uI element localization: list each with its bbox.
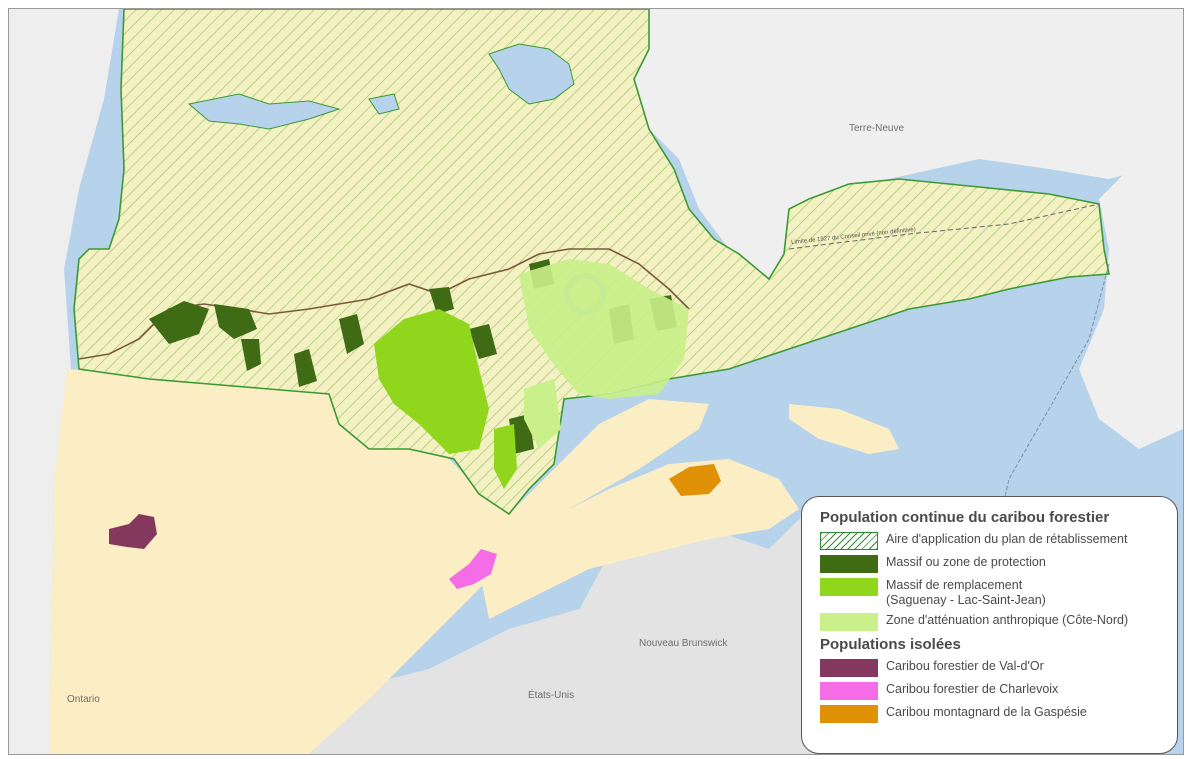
- quebec-caribou-map[interactable]: [9, 9, 1183, 754]
- protection-zone-7: [469, 324, 497, 359]
- legend-label-line-2: (Saguenay - Lac-Saint-Jean): [886, 593, 1046, 607]
- place-label-newfoundland: Terre-Neuve: [849, 123, 905, 134]
- gaspesie-swatch: [820, 705, 878, 723]
- replacement-massif: [374, 309, 489, 454]
- map-frame[interactable]: Terre-Neuve Nouveau Brunswick États-Unis…: [8, 8, 1184, 755]
- place-label-ontario: Ontario: [67, 694, 100, 705]
- land-labrador: [629, 9, 1183, 279]
- mitigation-zone-2: [524, 379, 561, 449]
- lake-north-3: [488, 43, 575, 105]
- legend-item-val-dor: Caribou forestier de Val-d'Or: [820, 659, 1165, 677]
- lake-north-1: [187, 93, 341, 130]
- replacement-swatch: [820, 578, 878, 596]
- land-newfoundland: [1079, 149, 1183, 449]
- lake-north-2: [368, 93, 400, 115]
- legend-label: Caribou forestier de Val-d'Or: [886, 659, 1044, 673]
- protection-swatch: [820, 555, 878, 573]
- legend-heading-continuous: Population continue du caribou forestier: [820, 509, 1110, 526]
- land-gaspesie: [479, 459, 799, 619]
- land-quebec-south: [49, 369, 709, 754]
- legend-item-charlevoix: Caribou forestier de Charlevoix: [820, 682, 1165, 700]
- legend-item-protection-zone: Massif ou zone de protection: [820, 555, 1165, 573]
- legend-label: Massif ou zone de protection: [886, 555, 1046, 569]
- legend-label-line-1: Massif de remplacement: [886, 578, 1023, 592]
- charlevoix-swatch: [820, 682, 878, 700]
- land-west-ontario: [9, 9, 119, 754]
- map-legend: Population continue du caribou forestier…: [801, 496, 1178, 754]
- legend-heading-isolated: Populations isolées: [820, 636, 961, 653]
- legend-label: Massif de remplacement (Saguenay - Lac-S…: [886, 578, 1046, 608]
- protection-zone-4: [294, 349, 317, 387]
- legend-label: Caribou montagnard de la Gaspésie: [886, 705, 1087, 719]
- val-dor-swatch: [820, 659, 878, 677]
- caribou-gaspesie: [669, 464, 721, 496]
- legend-label: Aire d'application du plan de rétablisse…: [886, 532, 1128, 546]
- mitigation-swatch: [820, 613, 878, 631]
- caribou-charlevoix: [449, 549, 497, 589]
- legend-item-replacement-massif: Massif de remplacement (Saguenay - Lac-S…: [820, 578, 1165, 608]
- protection-zone-5: [339, 314, 364, 354]
- replacement-massif-2: [494, 424, 517, 489]
- legend-label: Caribou forestier de Charlevoix: [886, 682, 1059, 696]
- protection-zone-2: [214, 304, 257, 339]
- maritime-boundary: [988, 263, 1110, 570]
- mitigation-zone: [519, 259, 689, 399]
- protection-zone-3: [241, 339, 261, 371]
- legend-label: Zone d'atténuation anthropique (Côte-Nor…: [886, 613, 1129, 627]
- legend-item-gaspesie: Caribou montagnard de la Gaspésie: [820, 705, 1165, 723]
- hatch-swatch: [820, 532, 878, 550]
- protection-zone-1: [149, 301, 209, 344]
- caribou-val-dor: [109, 514, 157, 549]
- boundary-line-1927: [788, 203, 1100, 250]
- anticosti-island: [789, 404, 899, 454]
- place-label-usa: États-Unis: [528, 690, 575, 701]
- protection-zone-6: [429, 287, 454, 314]
- land-usa: [269, 609, 609, 754]
- legend-item-mitigation-zone: Zone d'atténuation anthropique (Côte-Nor…: [820, 613, 1165, 631]
- legend-item-recovery-area: Aire d'application du plan de rétablisse…: [820, 532, 1165, 550]
- recovery-area: [73, 9, 1110, 516]
- place-label-new-brunswick: Nouveau Brunswick: [639, 638, 728, 649]
